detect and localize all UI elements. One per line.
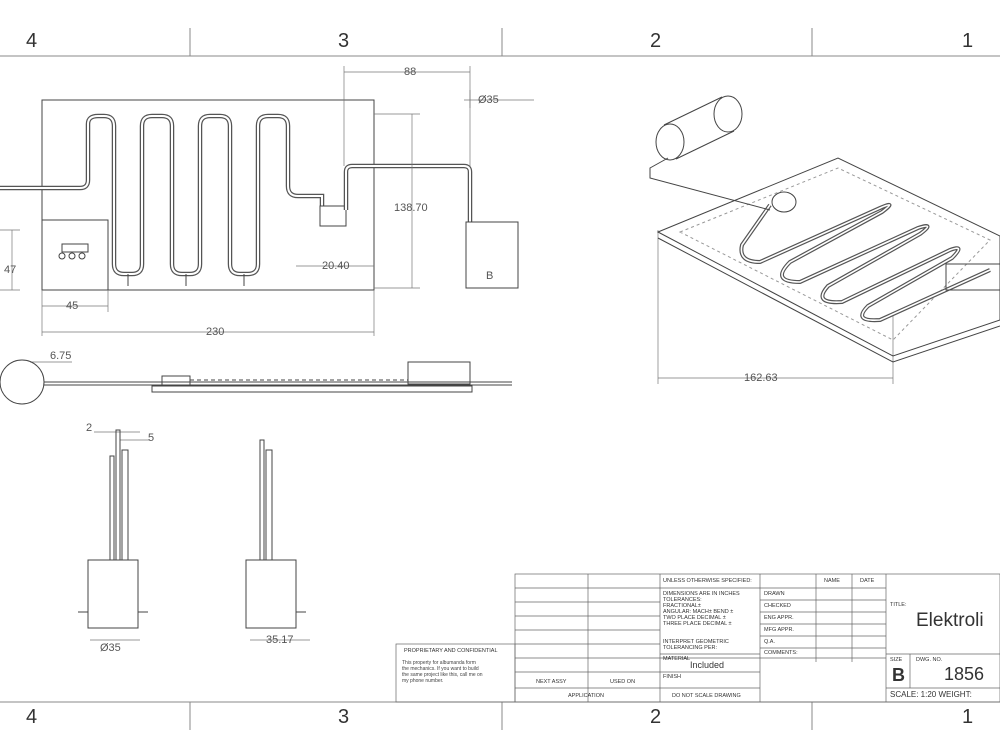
dim-5: 5	[148, 432, 155, 444]
tb-size-label: SIZE	[890, 657, 903, 663]
dim-35-17: 35.17	[266, 634, 294, 646]
dim-162-63: 162.63	[744, 372, 778, 384]
dim-138-70: 138.70	[394, 202, 428, 214]
tb-used-on: USED ON	[610, 679, 636, 685]
base-plate	[41, 99, 375, 291]
tb-name-col: NAME	[824, 578, 840, 584]
dim-20-40: 20.40	[322, 260, 350, 272]
dim-230: 230	[206, 326, 225, 338]
zone-top-2: 2	[650, 30, 662, 52]
tb-do-not-scale: DO NOT SCALE DRAWING	[672, 693, 741, 699]
sheet-border	[0, 28, 1000, 730]
dim-88: 88	[404, 66, 417, 78]
dim-45: 45	[66, 300, 79, 312]
tb-proprietary-line-0: This property for albumanda form	[402, 660, 476, 666]
tb-scale: SCALE: 1:20 WEIGHT:	[890, 690, 972, 699]
zone-bottom-4: 4	[26, 706, 38, 728]
tb-dwg-label: DWG. NO.	[916, 657, 943, 663]
zone-bottom-3: 3	[338, 706, 350, 728]
tb-next-assy: NEXT ASSY	[536, 679, 567, 685]
front-view	[0, 99, 519, 291]
tb-material-value: Included	[690, 660, 725, 670]
dim-47: 47	[4, 264, 17, 276]
valve	[319, 205, 347, 227]
tb-tol-0: DIMENSIONS ARE IN INCHES	[663, 591, 740, 597]
tb-proprietary-title: PROPRIETARY AND CONFIDENTIAL	[404, 648, 498, 654]
dim-dia-35: Ø35	[478, 94, 499, 106]
tb-unless: UNLESS OTHERWISE SPECIFIED:	[663, 578, 752, 584]
tb-row-qa: Q.A.	[764, 639, 776, 645]
tb-tol-3: ANGULAR: MACH± BEND ±	[663, 609, 734, 615]
serpentine-tube	[0, 113, 325, 277]
tb-finish-label: FINISH	[663, 674, 682, 680]
container	[465, 221, 519, 289]
zone-bottom-2: 2	[650, 706, 662, 728]
display	[61, 243, 89, 253]
tb-title-value: Elektroli	[916, 610, 984, 631]
zone-top-1: 1	[962, 30, 974, 52]
tb-proprietary-line-1: the mechanics. If you want to build	[402, 666, 479, 672]
zone-top-4: 4	[26, 30, 38, 52]
iso-serpentine	[739, 202, 991, 323]
tb-material-label: MATERIAL	[663, 656, 691, 662]
dim-2: 2	[86, 422, 93, 434]
cylinder-end	[0, 359, 45, 405]
tb-dwg-value: 1856	[944, 664, 985, 684]
tb-interpret-1: TOLERANCING PER:	[663, 645, 717, 651]
tb-row-drawn: DRAWN	[764, 591, 785, 597]
tb-title-label: TITLE:	[890, 602, 907, 608]
tb-proprietary-line-2: the same project like this, call me on	[402, 672, 483, 678]
tb-size-value: B	[892, 665, 905, 685]
tb-tol-4: TWO PLACE DECIMAL ±	[663, 615, 726, 621]
zone-top-3: 3	[338, 30, 350, 52]
iso-cylinder	[655, 95, 743, 161]
tb-interpret-0: INTERPRET GEOMETRIC	[663, 639, 729, 645]
tb-proprietary-line-3: my phone number.	[402, 678, 444, 684]
dim-6-75: 6.75	[50, 350, 72, 362]
dim-dia-35-bottom: Ø35	[100, 642, 121, 654]
tb-tol-1: TOLERANCES:	[663, 597, 702, 603]
tb-tol-5: THREE PLACE DECIMAL ±	[663, 621, 732, 627]
iso-inner-border	[678, 167, 991, 341]
control-box	[41, 219, 109, 291]
tb-date-col: DATE	[860, 578, 875, 584]
top-view	[0, 359, 512, 405]
title-block-grid	[395, 573, 1000, 703]
tb-row-eng: ENG APPR.	[764, 615, 794, 621]
zone-bottom-1: 1	[962, 706, 974, 728]
side-view-left	[78, 429, 148, 629]
tb-row-comments: COMMENTS:	[764, 650, 798, 656]
side-view-right	[245, 439, 306, 629]
container-label: B	[486, 270, 494, 282]
iso-plate	[656, 157, 1000, 357]
tb-row-mfg: MFG APPR.	[764, 627, 794, 633]
tb-row-checked: CHECKED	[764, 603, 791, 609]
isometric-view	[649, 95, 1000, 363]
tb-application: APPLICATION	[568, 693, 604, 699]
dimension-lines	[0, 66, 894, 641]
tb-tol-2: FRACTIONAL±	[663, 603, 701, 609]
